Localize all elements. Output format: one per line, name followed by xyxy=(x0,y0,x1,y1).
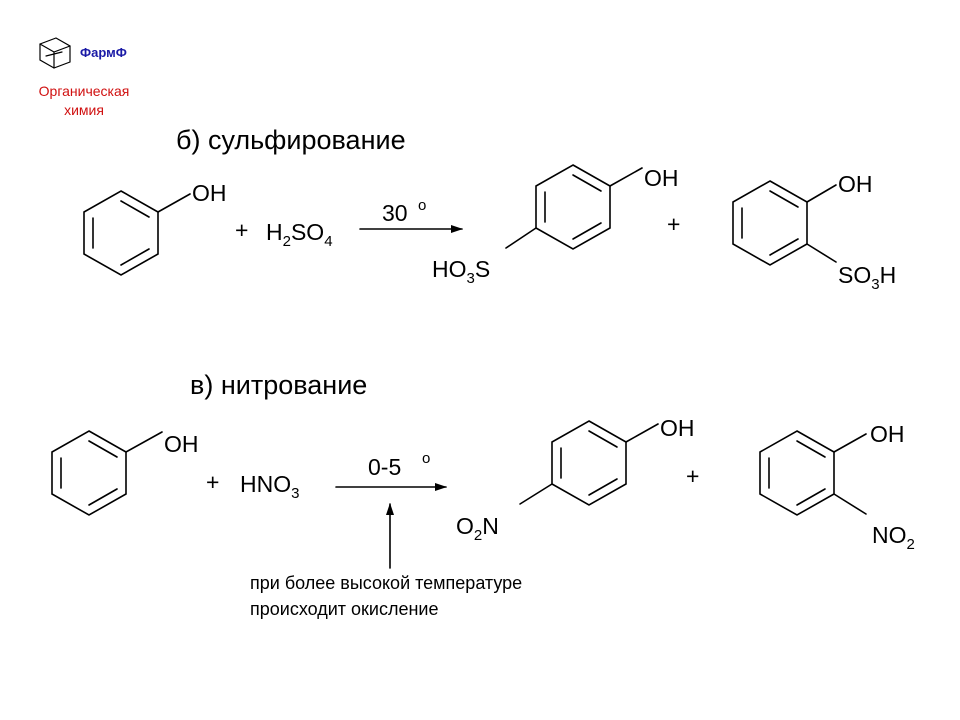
ortho-sulfonic-acid-ring xyxy=(732,180,837,266)
para-product-oh-label: OH xyxy=(644,165,679,191)
nitration-degree: o xyxy=(422,450,430,467)
adamantane-logo-icon xyxy=(39,37,71,69)
sulfonation-plus-2: + xyxy=(667,211,680,237)
sulfonation-condition: 30 xyxy=(382,200,408,226)
oxidation-note-line2: происходит окисление xyxy=(250,599,439,619)
para-nitrophenol-o2n-label: O2N xyxy=(456,513,499,544)
brand-name: ФармФ xyxy=(80,45,127,60)
phenol-ring-sulfonation xyxy=(83,190,191,276)
sulfonation-heading: б) сульфирование xyxy=(176,125,406,155)
sulfonation-plus-1: + xyxy=(235,217,248,243)
nitric-acid-formula: HNO3 xyxy=(240,471,299,502)
nitration-condition: 0-5 xyxy=(368,454,401,480)
reactant-oh-label: OH xyxy=(192,180,227,206)
sulfonation-degree: o xyxy=(418,197,426,214)
nitration-heading: в) нитрование xyxy=(190,370,367,400)
para-sulfonic-acid-ring xyxy=(505,164,643,250)
ortho-nitrophenol-no2-label: NO2 xyxy=(872,522,915,553)
brand-subtitle-line2: химия xyxy=(64,102,104,118)
nitration-plus-1: + xyxy=(206,469,219,495)
sulfuric-acid-formula: H2SO4 xyxy=(266,219,333,250)
ortho-nitrophenol-ring xyxy=(759,430,867,516)
nitration-reactant-oh-label: OH xyxy=(164,431,199,457)
para-nitrophenol-oh-label: OH xyxy=(660,415,695,441)
ortho-product-oh-label: OH xyxy=(838,171,873,197)
ortho-nitrophenol-oh-label: OH xyxy=(870,421,905,447)
ortho-product-so3h-label: SO3H xyxy=(838,262,896,293)
nitration-plus-2: + xyxy=(686,463,699,489)
brand-subtitle-line1: Органическая xyxy=(39,83,130,99)
para-nitrophenol-ring xyxy=(519,420,659,506)
oxidation-note-line1: при более высокой температуре xyxy=(250,573,522,593)
para-product-ho3s-label: HO3S xyxy=(432,256,490,287)
phenol-ring-nitration xyxy=(51,430,163,516)
